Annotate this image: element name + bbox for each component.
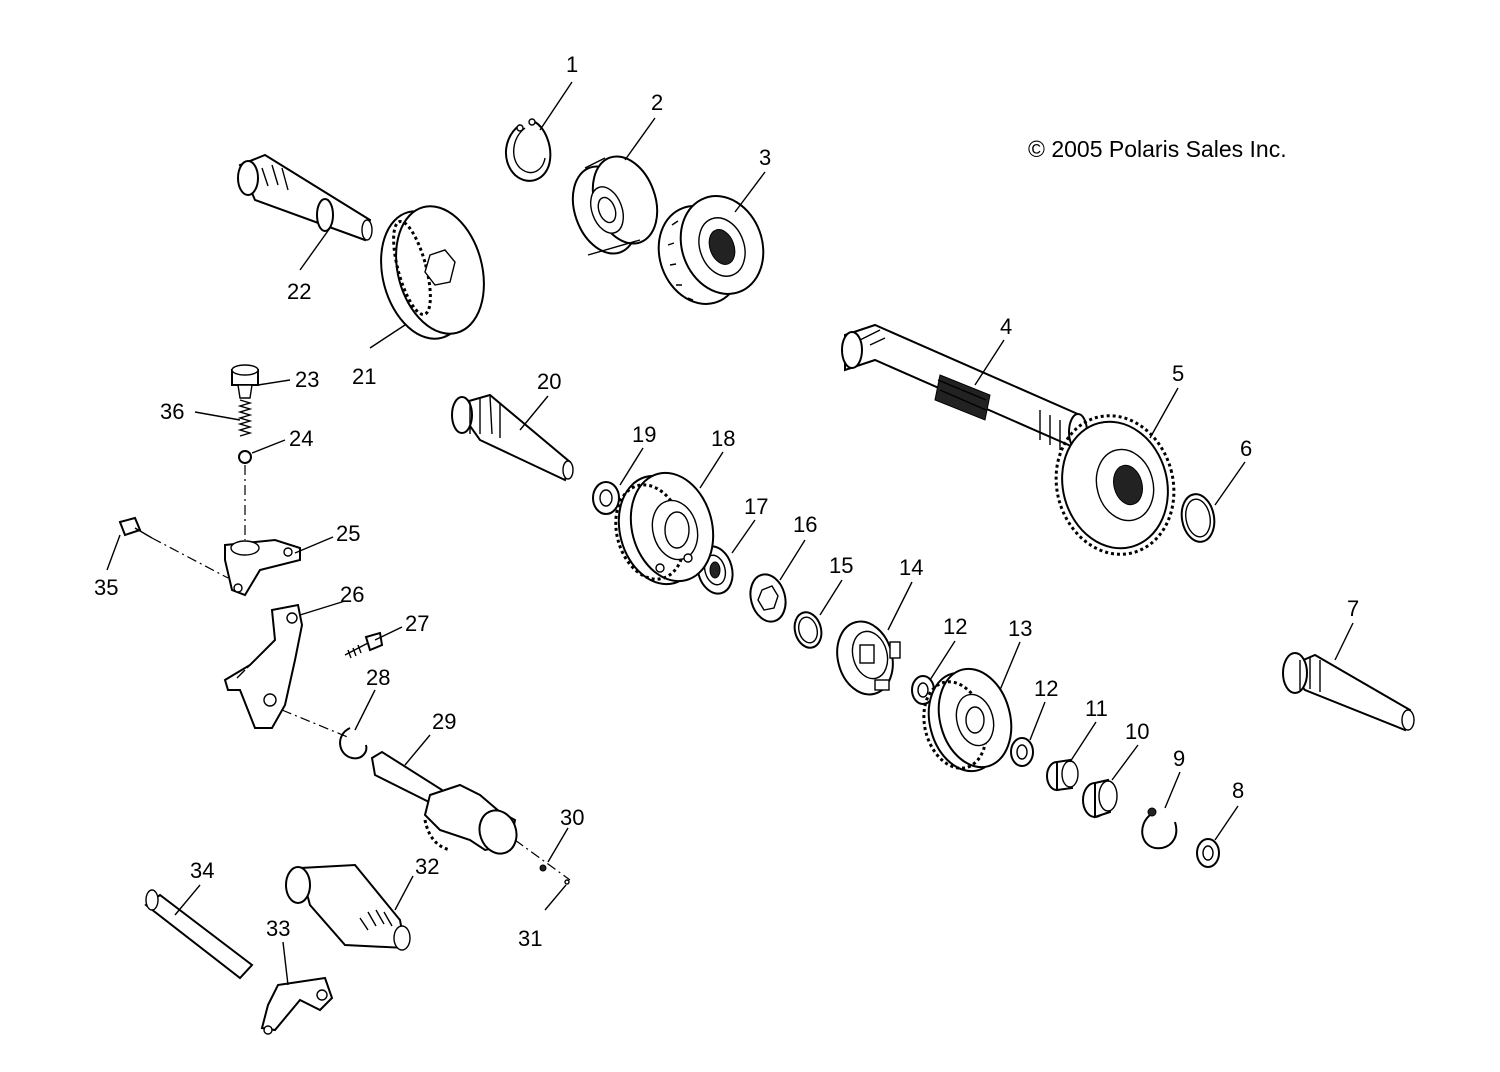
part-2-bearing (571, 155, 659, 256)
part-25-housing (224, 538, 301, 597)
part-9-clip (1141, 807, 1178, 850)
part-28-clip (339, 727, 368, 760)
axis-line-lever (281, 709, 351, 739)
part-34-rod (144, 889, 254, 980)
part-32-shift-drum (285, 863, 411, 951)
part-1-snap-ring (504, 118, 552, 182)
part-14-coupler (836, 620, 901, 696)
part-13-gear (922, 667, 1013, 773)
callout-14: 14 (899, 555, 923, 580)
part-3-drum (657, 195, 765, 305)
part-30-pin (539, 864, 547, 872)
callout-34: 34 (190, 858, 214, 883)
callout-labels: 1 2 3 4 5 6 7 8 9 10 11 12 12 13 14 15 1… (94, 52, 1359, 951)
callout-36: 36 (160, 399, 184, 424)
callout-8: 8 (1232, 778, 1244, 803)
part-5-gear (1054, 414, 1176, 556)
callout-23: 23 (295, 367, 319, 392)
callout-7: 7 (1347, 596, 1359, 621)
callout-1: 1 (566, 52, 578, 77)
part-27-bolt (344, 631, 384, 659)
callout-26: 26 (340, 582, 364, 607)
callout-9: 9 (1173, 746, 1185, 771)
callout-17: 17 (744, 494, 768, 519)
part-24-ball (238, 450, 252, 464)
part-8-washer (1196, 838, 1220, 868)
part-31-pin (564, 879, 570, 885)
part-36-spring (237, 399, 253, 437)
callout-33: 33 (266, 916, 290, 941)
callout-12b: 12 (1034, 676, 1058, 701)
callout-18: 18 (711, 426, 735, 451)
callout-3: 3 (759, 145, 771, 170)
callout-21: 21 (352, 364, 376, 389)
callout-11: 11 (1085, 696, 1108, 721)
callout-15: 15 (829, 553, 853, 578)
callout-25: 25 (336, 521, 360, 546)
callout-6: 6 (1240, 436, 1252, 461)
callout-27: 27 (405, 611, 429, 636)
callout-30: 30 (560, 805, 584, 830)
callout-5: 5 (1172, 361, 1184, 386)
part-23-bolt (231, 364, 259, 399)
axis-line-shaft (514, 839, 571, 881)
part-12-washer-b (1010, 737, 1034, 767)
callout-2: 2 (651, 90, 663, 115)
part-26-lever (223, 603, 304, 729)
callout-28: 28 (366, 665, 390, 690)
leader-lines (106, 81, 1354, 986)
part-35-bolt (118, 516, 153, 539)
callout-24: 24 (289, 426, 313, 451)
part-7-shaft (1282, 652, 1415, 732)
part-33-shift-fork (260, 976, 334, 1035)
callout-32: 32 (415, 854, 439, 879)
axis-line-bolt-35 (151, 537, 229, 579)
part-22-shaft (237, 153, 373, 242)
callout-20: 20 (537, 369, 561, 394)
callout-35: 35 (94, 575, 118, 600)
callout-13: 13 (1008, 616, 1032, 641)
callout-4: 4 (1000, 314, 1012, 339)
part-4-shaft (841, 323, 1088, 452)
part-20-shaft (451, 393, 574, 482)
callout-10: 10 (1125, 719, 1149, 744)
callout-29: 29 (432, 709, 456, 734)
callout-12a: 12 (943, 614, 967, 639)
part-16-washer (749, 573, 787, 623)
callout-19: 19 (632, 422, 656, 447)
part-21-gear (380, 205, 485, 340)
part-19-washer (592, 481, 620, 515)
copyright-text: © 2005 Polaris Sales Inc. (1028, 136, 1287, 162)
part-18-gear (614, 471, 715, 586)
part-6-ring (1180, 493, 1216, 543)
part-15-ring (793, 611, 823, 649)
part-10-bushing (1082, 778, 1118, 819)
callout-31: 31 (518, 926, 542, 951)
part-11-bushing (1046, 758, 1079, 792)
part-29-shift-shaft (370, 750, 518, 855)
callout-22: 22 (287, 279, 311, 304)
callout-16: 16 (793, 512, 817, 537)
